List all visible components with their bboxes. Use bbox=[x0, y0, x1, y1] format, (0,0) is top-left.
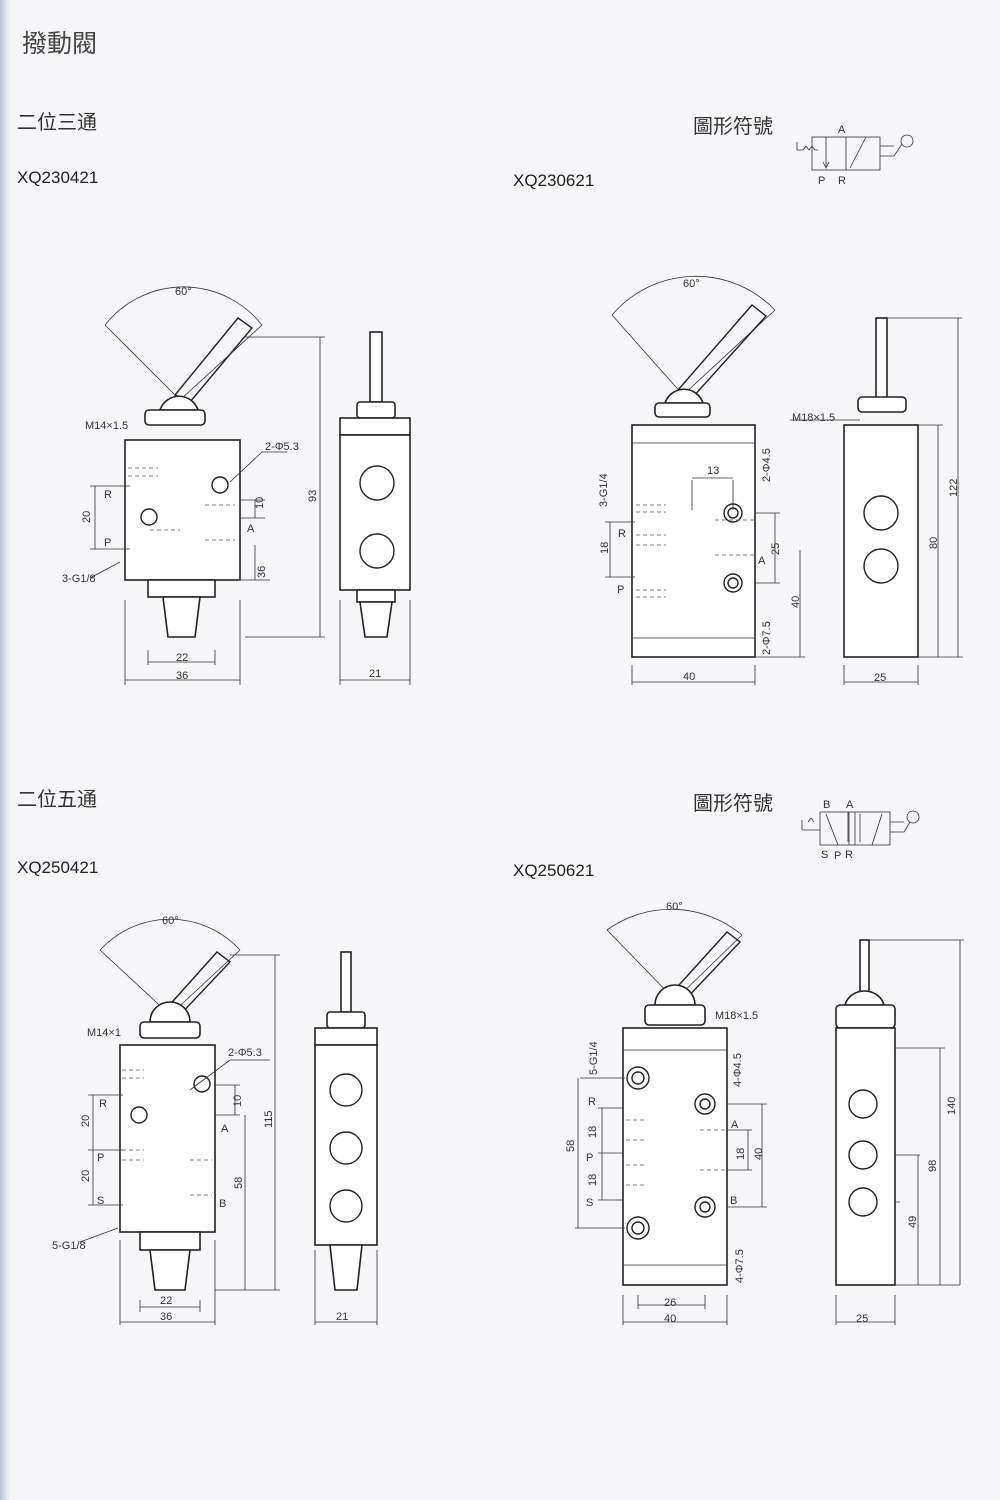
dimension-label: 58 bbox=[565, 1140, 577, 1152]
dimension-label: 98 bbox=[927, 1160, 939, 1172]
drawing-xq250421-front: 60° M14×1 2-Φ5.3 R P S A B 20 20 5-G1/8 … bbox=[52, 915, 280, 1325]
page-edge-shadow bbox=[0, 0, 10, 1500]
model-name: XQ250421 bbox=[17, 858, 99, 877]
dimension-label: 36 bbox=[256, 566, 268, 578]
dimension-label: R bbox=[588, 1096, 596, 1108]
dimension-label: A bbox=[731, 1119, 739, 1131]
dimension-label: 4-Φ7.5 bbox=[734, 1249, 746, 1283]
model-name: XQ250621 bbox=[513, 861, 595, 880]
valve-symbol-3way: A P R bbox=[796, 124, 914, 187]
dimension-label: 20 bbox=[80, 1170, 92, 1182]
symbol-label-3way: 圖形符號 bbox=[693, 114, 773, 138]
dimension-label: A bbox=[221, 1123, 229, 1135]
drawing-xq230621-side: M18×1.5 122 80 25 bbox=[790, 317, 963, 685]
dimension-label: 3-G1/4 bbox=[598, 473, 610, 507]
dimension-label: 21 bbox=[369, 668, 381, 680]
dimension-label: 58 bbox=[233, 1177, 245, 1189]
dimension-label: 2-Φ4.5 bbox=[761, 448, 773, 482]
dimension-label: 60° bbox=[175, 286, 192, 298]
dimension-label: A bbox=[247, 523, 255, 535]
drawing-xq230421-side: 21 bbox=[339, 331, 411, 685]
dimension-label: 2-Φ5.3 bbox=[265, 441, 299, 453]
dimension-label: 25 bbox=[856, 1313, 868, 1325]
dimension-label: S bbox=[97, 1195, 104, 1207]
dimension-label: 115 bbox=[263, 1110, 275, 1128]
dimension-label: 2-Φ7.5 bbox=[761, 621, 773, 655]
dimension-label: P bbox=[818, 175, 825, 187]
dimension-label: R bbox=[104, 489, 112, 501]
dimension-label: 2-Φ5.3 bbox=[228, 1047, 262, 1059]
dimension-label: 40 bbox=[683, 671, 695, 683]
drawing-xq250621-front: 60° M18×1.5 5-G1/4 R P S 18 18 58 4-Φ4.5… bbox=[565, 901, 767, 1325]
dimension-label: A bbox=[846, 799, 854, 811]
dimension-label: 49 bbox=[907, 1216, 919, 1228]
dimension-label: M18×1.5 bbox=[715, 1010, 758, 1022]
dimension-label: 26 bbox=[664, 1297, 676, 1309]
dimension-label: 122 bbox=[948, 479, 960, 497]
dimension-label: P bbox=[97, 1152, 104, 1164]
dimension-label: 22 bbox=[176, 652, 188, 664]
dimension-label: 10 bbox=[232, 1095, 244, 1107]
dimension-label: 4-Φ4.5 bbox=[732, 1053, 744, 1087]
dimension-label: 21 bbox=[336, 1311, 348, 1323]
dimension-label: 13 bbox=[707, 465, 719, 477]
dimension-label: 40 bbox=[664, 1313, 676, 1325]
dimension-label: 60° bbox=[666, 901, 683, 913]
dimension-label: 60° bbox=[683, 278, 700, 290]
dimension-label: M14×1 bbox=[87, 1027, 121, 1039]
dimension-label: 80 bbox=[928, 537, 940, 549]
drawing-xq250421-side: 21 bbox=[314, 951, 378, 1325]
dimension-label: 10 bbox=[254, 497, 266, 509]
drawing-xq230621-front: 60° 3-G1/4 R P A 18 13 2-Φ4.5 25 40 2-Φ7… bbox=[598, 275, 805, 685]
dimension-label: 18 bbox=[599, 542, 611, 554]
dimension-label: B bbox=[730, 1195, 737, 1207]
dimension-label: 40 bbox=[790, 596, 802, 608]
dimension-label: 5-G1/4 bbox=[588, 1041, 600, 1075]
dimension-label: 36 bbox=[176, 670, 188, 682]
section-title-3way: 二位三通 bbox=[17, 110, 97, 134]
dimension-label: M14×1.5 bbox=[85, 420, 128, 432]
dimension-label: P bbox=[586, 1152, 593, 1164]
dimension-label: 60° bbox=[162, 915, 179, 927]
dimension-label: 18 bbox=[735, 1148, 747, 1160]
model-name: XQ230621 bbox=[513, 171, 595, 190]
dimension-label: B bbox=[219, 1198, 226, 1210]
dimension-label: R bbox=[99, 1098, 107, 1110]
dimension-label: 20 bbox=[80, 1115, 92, 1127]
dimension-label: A bbox=[838, 124, 846, 136]
dimension-label: P bbox=[617, 584, 624, 596]
dimension-label: R bbox=[845, 849, 853, 861]
dimension-label: 25 bbox=[874, 672, 886, 684]
dimension-label: 22 bbox=[160, 1295, 172, 1307]
dimension-label: M18×1.5 bbox=[792, 412, 835, 424]
dimension-label: 18 bbox=[587, 1126, 599, 1138]
dimension-label: 140 bbox=[946, 1097, 958, 1115]
dimension-label: 93 bbox=[307, 490, 319, 502]
symbol-label-5way: 圖形符號 bbox=[693, 791, 773, 815]
model-name: XQ230421 bbox=[17, 168, 99, 187]
dimension-label: S bbox=[821, 849, 828, 861]
dimension-label: R bbox=[618, 528, 626, 540]
page-title: 撥動閥 bbox=[22, 29, 98, 58]
dimension-label: 3-G1/8 bbox=[62, 573, 96, 585]
dimension-label: 25 bbox=[770, 543, 782, 555]
dimension-label: R bbox=[838, 175, 846, 187]
valve-symbol-5way: B A S P R bbox=[801, 799, 920, 862]
dimension-label: S bbox=[586, 1197, 593, 1209]
dimension-label: 18 bbox=[587, 1174, 599, 1186]
dimension-label: A bbox=[758, 555, 766, 567]
dimension-label: P bbox=[834, 850, 841, 862]
dimension-label: 20 bbox=[81, 511, 93, 523]
dimension-label: 40 bbox=[753, 1148, 765, 1160]
dimension-label: 36 bbox=[160, 1311, 172, 1323]
section-title-5way: 二位五通 bbox=[17, 787, 97, 811]
dimension-label: 5-G1/8 bbox=[52, 1240, 86, 1252]
drawing-xq250621-side: 140 98 49 25 bbox=[835, 939, 964, 1325]
dimension-label: B bbox=[823, 799, 830, 811]
drawing-xq230421-front: 60° M14×1.5 2-Φ5.3 R P A 3-G1/8 20 10 36… bbox=[62, 286, 325, 685]
dimension-label: P bbox=[104, 537, 111, 549]
